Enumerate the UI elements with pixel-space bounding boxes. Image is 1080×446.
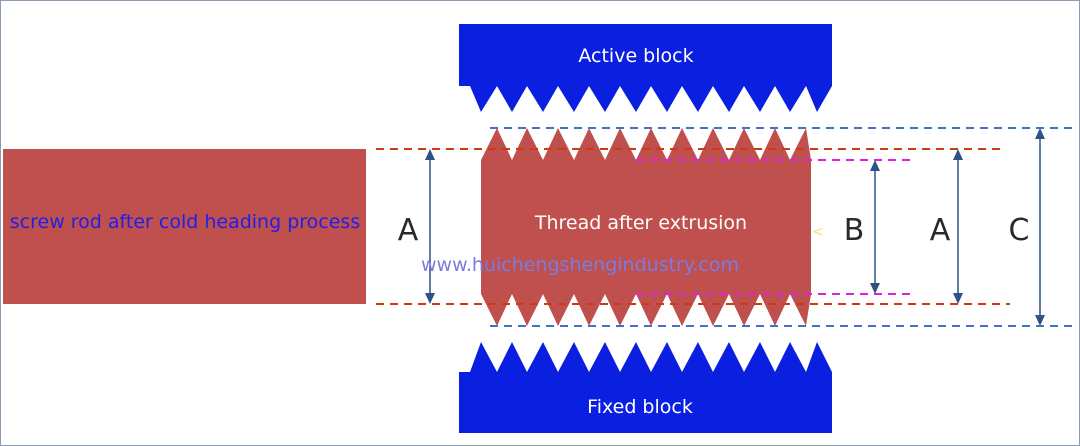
dimension-arrow-a-left [425,149,435,304]
dimension-arrow-a-right [953,149,963,304]
fixed-block [459,342,832,433]
fixed-block-label: Fixed block [587,396,693,418]
active-block-label: Active block [578,45,693,67]
faint-mark: < [812,224,824,240]
thread-label: Thread after extrusion [534,212,747,234]
screw-rod-label: screw rod after cold heading process [10,211,360,233]
active-block [459,24,832,112]
watermark-text: www.huichengshengindustry.com [421,254,739,276]
dim-label-a-left: A [398,213,419,248]
dim-label-c: C [1009,213,1030,248]
dim-label-a-right: A [930,213,951,248]
dim-label-b: B [844,213,865,248]
screw-rod [3,149,366,304]
dimension-arrow-c [1035,128,1045,326]
thread-body [481,128,811,326]
dimension-arrow-b [870,160,880,294]
